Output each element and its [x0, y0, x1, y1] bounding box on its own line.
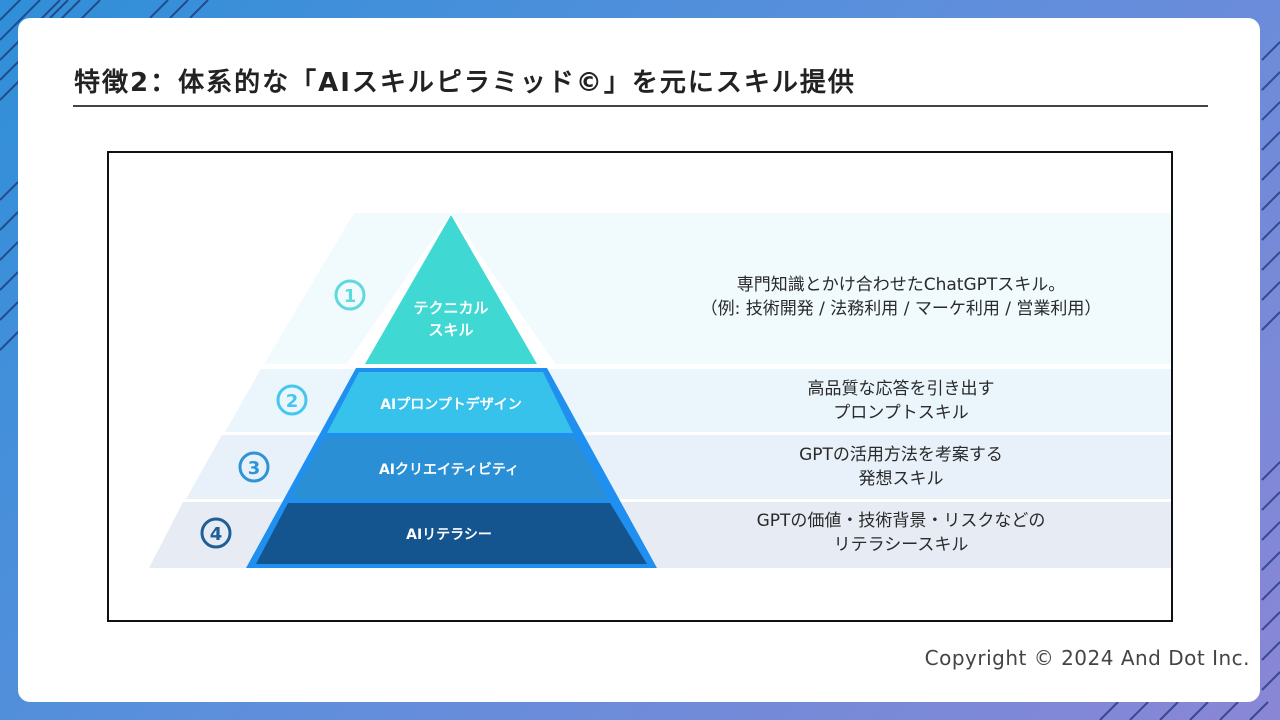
level-4-description-line: GPTの価値・技術背景・リスクなどの: [756, 511, 1046, 531]
level-2-segment: [327, 372, 573, 433]
copyright-text: Copyright © 2024 And Dot Inc.: [924, 646, 1250, 670]
title-divider: [73, 105, 1208, 107]
level-1-description: 専門知識とかけ合わせたChatGPTスキル。 （例: 技術開発 / 法務利用 /…: [641, 273, 1161, 321]
level-1-description-line: （例: 技術開発 / 法務利用 / マーケ利用 / 営業利用）: [700, 299, 1102, 319]
number-badge-text-1: 1: [344, 286, 357, 307]
level-4-description-line: リテラシースキル: [833, 535, 969, 555]
number-badge-1: 1: [334, 279, 366, 311]
level-2-label: AIプロンプトデザイン: [380, 396, 522, 413]
level-2-description-line: プロンプトスキル: [833, 403, 969, 423]
level-2-description: 高品質な応答を引き出す プロンプトスキル: [641, 377, 1161, 425]
number-badge-3: 3: [238, 451, 270, 483]
level-4-description: GPTの価値・技術背景・リスクなどの リテラシースキル: [641, 509, 1161, 557]
number-badge-circle-1: [334, 279, 366, 311]
number-badge-4: 4: [200, 517, 232, 549]
number-badge-circle-2: [276, 384, 308, 416]
number-badge-2: 2: [276, 384, 308, 416]
level-1-triangle: [365, 215, 537, 364]
level-3-description: GPTの活用方法を考案する 発想スキル: [641, 443, 1161, 491]
pyramid-diagram: 1 2 3 4 テクニカル スキル AIプロンプトデザイン AIクリエイティビテ…: [149, 213, 1171, 568]
level-4-label: AIリテラシー: [406, 527, 492, 543]
slide-card: 特徴2：体系的な「AIスキルピラミッド©」を元にスキル提供 1 2: [18, 18, 1260, 702]
level-1-label-line-1: テクニカル: [413, 299, 488, 317]
number-badge-circle-4: [200, 517, 232, 549]
number-badge-text-2: 2: [286, 391, 299, 412]
number-badge-text-4: 4: [210, 524, 223, 545]
level-1-description-line: 専門知識とかけ合わせたChatGPTスキル。: [736, 275, 1066, 295]
level-2-description-line: 高品質な応答を引き出す: [807, 379, 995, 399]
level-3-description-line: GPTの活用方法を考案する: [799, 445, 1003, 465]
level-3-label: AIクリエイティビティ: [379, 462, 519, 478]
slide-title: 特徴2：体系的な「AIスキルピラミッド©」を元にスキル提供: [74, 68, 856, 98]
pyramid-frame: 1 2 3 4 テクニカル スキル AIプロンプトデザイン AIクリエイティビテ…: [107, 151, 1173, 622]
level-4-segment: [256, 503, 647, 564]
level-3-segment: [290, 437, 608, 499]
number-badge-text-3: 3: [248, 458, 261, 479]
level-3-description-line: 発想スキル: [858, 469, 944, 489]
level-1-label-line-2: スキル: [428, 321, 473, 339]
number-badge-circle-3: [238, 451, 270, 483]
